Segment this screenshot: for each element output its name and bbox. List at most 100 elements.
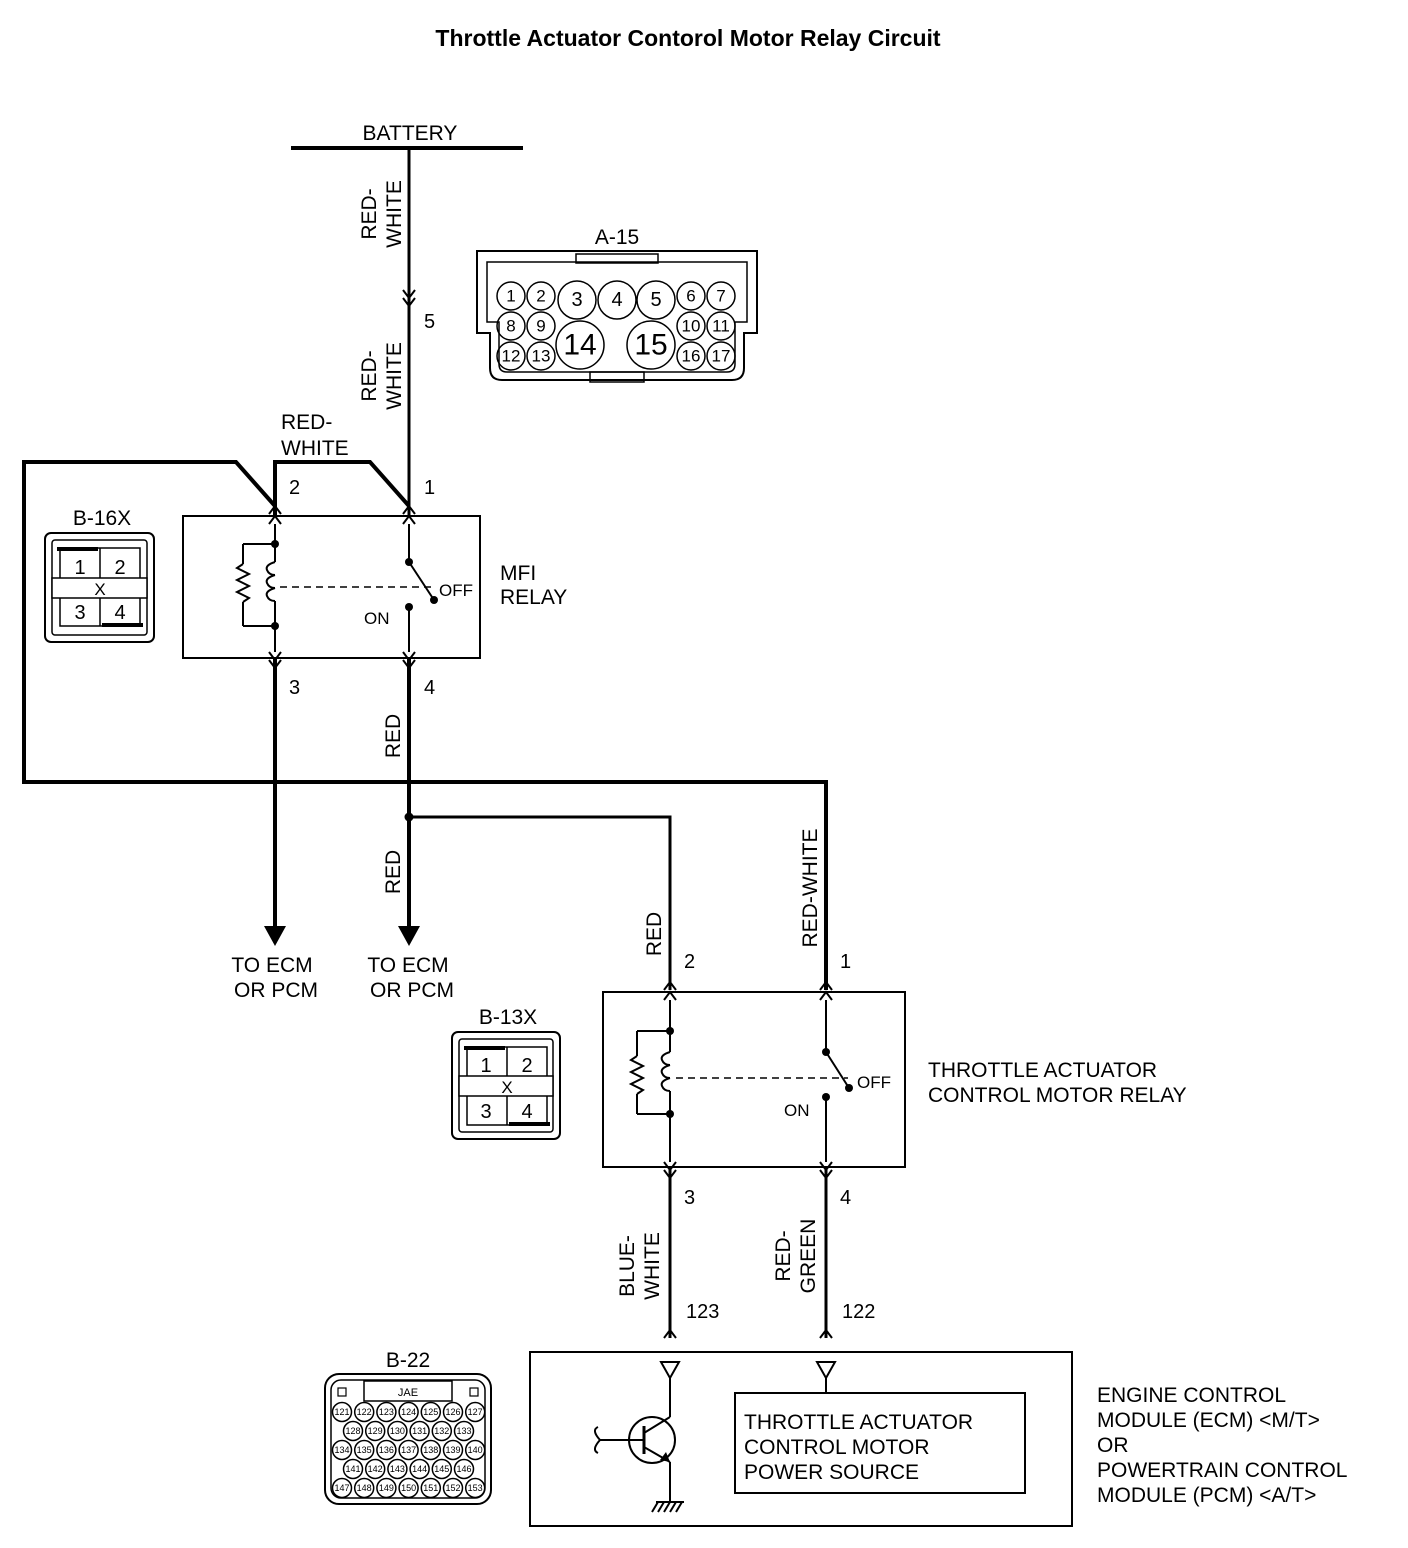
svg-text:17: 17 xyxy=(712,347,731,366)
power-source-label-3: POWER SOURCE xyxy=(744,1461,919,1484)
svg-text:142: 142 xyxy=(368,1464,383,1474)
ecm-label-2: MODULE (ECM) <M/T> xyxy=(1097,1409,1320,1432)
wire-label-red-white-1: RED- WHITE xyxy=(358,180,406,248)
to-ecm-right-2: OR PCM xyxy=(370,979,454,1002)
svg-text:WHITE: WHITE xyxy=(383,342,406,410)
svg-text:152: 152 xyxy=(445,1483,460,1493)
svg-text:7: 7 xyxy=(716,287,725,306)
b13x-pin-3: 3 xyxy=(480,1101,491,1123)
a15-pin: 2 xyxy=(526,281,556,311)
wire-label-red-white-3: RED-WHITE xyxy=(799,829,822,948)
arrow-to-ecm-left xyxy=(264,926,286,946)
tac-relay-off-label: OFF xyxy=(857,1073,891,1092)
svg-text:13: 13 xyxy=(532,347,551,366)
wire-mfi1-mfi2 xyxy=(273,460,411,516)
b16x-pin-1: 1 xyxy=(74,557,85,579)
to-ecm-left-1: TO ECM xyxy=(231,954,312,977)
svg-text:RED-: RED- xyxy=(772,1230,795,1281)
b13x-pin-1: 1 xyxy=(480,1055,491,1077)
pin-tac-4: 4 xyxy=(840,1187,851,1209)
a15-pin: 6 xyxy=(676,281,706,311)
svg-text:11: 11 xyxy=(712,317,730,336)
wire-label-red-3: RED xyxy=(643,912,666,956)
a15-pin: 11 xyxy=(706,311,736,341)
b22-pin: 127 xyxy=(464,1401,486,1423)
a15-pin: 9 xyxy=(526,311,556,341)
tac-relay-label-1: THROTTLE ACTUATOR xyxy=(928,1059,1157,1082)
svg-text:RED-: RED- xyxy=(358,188,381,239)
a15-pin: 10 xyxy=(676,311,706,341)
a15-pin: 3 xyxy=(557,280,597,320)
svg-text:10: 10 xyxy=(682,317,701,336)
a15-pin: 15 xyxy=(626,320,676,370)
a15-pin: 17 xyxy=(706,341,736,371)
b13x-mark: X xyxy=(501,1078,512,1097)
tac-relay-label-2: CONTROL MOTOR RELAY xyxy=(928,1084,1187,1107)
svg-text:138: 138 xyxy=(423,1445,438,1455)
b22-pin: 133 xyxy=(453,1420,475,1442)
svg-text:150: 150 xyxy=(401,1483,416,1493)
pin-ecm-123: 123 xyxy=(686,1301,719,1323)
svg-text:148: 148 xyxy=(357,1483,372,1493)
tac-relay-on-label: ON xyxy=(784,1101,810,1120)
wire-mfi2-tac1 xyxy=(22,460,828,990)
b16x-pin-4: 4 xyxy=(114,602,125,624)
b13x-pin-2: 2 xyxy=(521,1055,532,1077)
to-ecm-left-2: OR PCM xyxy=(234,979,318,1002)
svg-text:3: 3 xyxy=(571,289,582,311)
a15-pin: 13 xyxy=(526,341,556,371)
svg-text:131: 131 xyxy=(412,1426,427,1436)
connector-b13x-name: B-13X xyxy=(479,1006,537,1029)
svg-text:128: 128 xyxy=(345,1426,360,1436)
b22-pin: 129 xyxy=(364,1420,386,1442)
svg-text:14: 14 xyxy=(563,329,596,362)
b22-pin: 137 xyxy=(398,1439,419,1461)
b22-pin: 135 xyxy=(353,1439,375,1461)
power-source-label-1: THROTTLE ACTUATOR xyxy=(744,1411,973,1434)
pin-tac-1: 1 xyxy=(840,951,851,973)
svg-text:141: 141 xyxy=(345,1464,360,1474)
b22-pin: 153 xyxy=(464,1477,486,1499)
transistor-symbol xyxy=(594,1416,684,1513)
pin-mfi-3: 3 xyxy=(289,677,300,699)
svg-text:RED-: RED- xyxy=(358,350,381,401)
pin-tac-2: 2 xyxy=(684,951,695,973)
connector-b22-label: JAE xyxy=(398,1387,418,1399)
wire-label-red-white-2: RED- WHITE xyxy=(358,342,406,410)
b22-pin: 126 xyxy=(442,1401,464,1423)
b16x-pin-2: 2 xyxy=(114,557,125,579)
b22-pin: 124 xyxy=(398,1401,419,1423)
svg-text:2: 2 xyxy=(536,287,545,306)
tac-relay-coil xyxy=(628,1000,850,1162)
mfi-relay-off-label: OFF xyxy=(439,581,473,600)
b22-pin: 152 xyxy=(442,1477,464,1499)
b22-pin: 145 xyxy=(431,1458,453,1480)
a15-pin: 14 xyxy=(555,320,605,370)
svg-text:BLUE-: BLUE- xyxy=(616,1235,639,1297)
wire-label-red-white-h2: WHITE xyxy=(281,437,349,460)
svg-text:121: 121 xyxy=(334,1407,349,1417)
b22-pin: 136 xyxy=(376,1439,397,1461)
b22-pin: 130 xyxy=(387,1420,408,1442)
svg-text:WHITE: WHITE xyxy=(383,180,406,248)
connector-b22-name: B-22 xyxy=(386,1349,430,1372)
svg-text:147: 147 xyxy=(334,1483,349,1493)
b22-pin: 131 xyxy=(409,1420,430,1442)
svg-text:136: 136 xyxy=(379,1445,394,1455)
svg-text:1: 1 xyxy=(506,287,515,306)
svg-text:133: 133 xyxy=(456,1426,471,1436)
b22-pin: 150 xyxy=(398,1477,419,1499)
svg-text:12: 12 xyxy=(502,347,521,366)
b22-pin: 132 xyxy=(431,1420,453,1442)
b22-pin: 128 xyxy=(342,1420,364,1442)
ecm-label-3: OR xyxy=(1097,1434,1129,1457)
b22-pin: 148 xyxy=(353,1477,375,1499)
svg-text:5: 5 xyxy=(650,289,661,311)
wire-mfi4-tac2 xyxy=(409,815,672,990)
ecm-box xyxy=(529,1351,1073,1527)
pin-mfi-4: 4 xyxy=(424,677,435,699)
connector-a15-name: A-15 xyxy=(595,226,639,249)
